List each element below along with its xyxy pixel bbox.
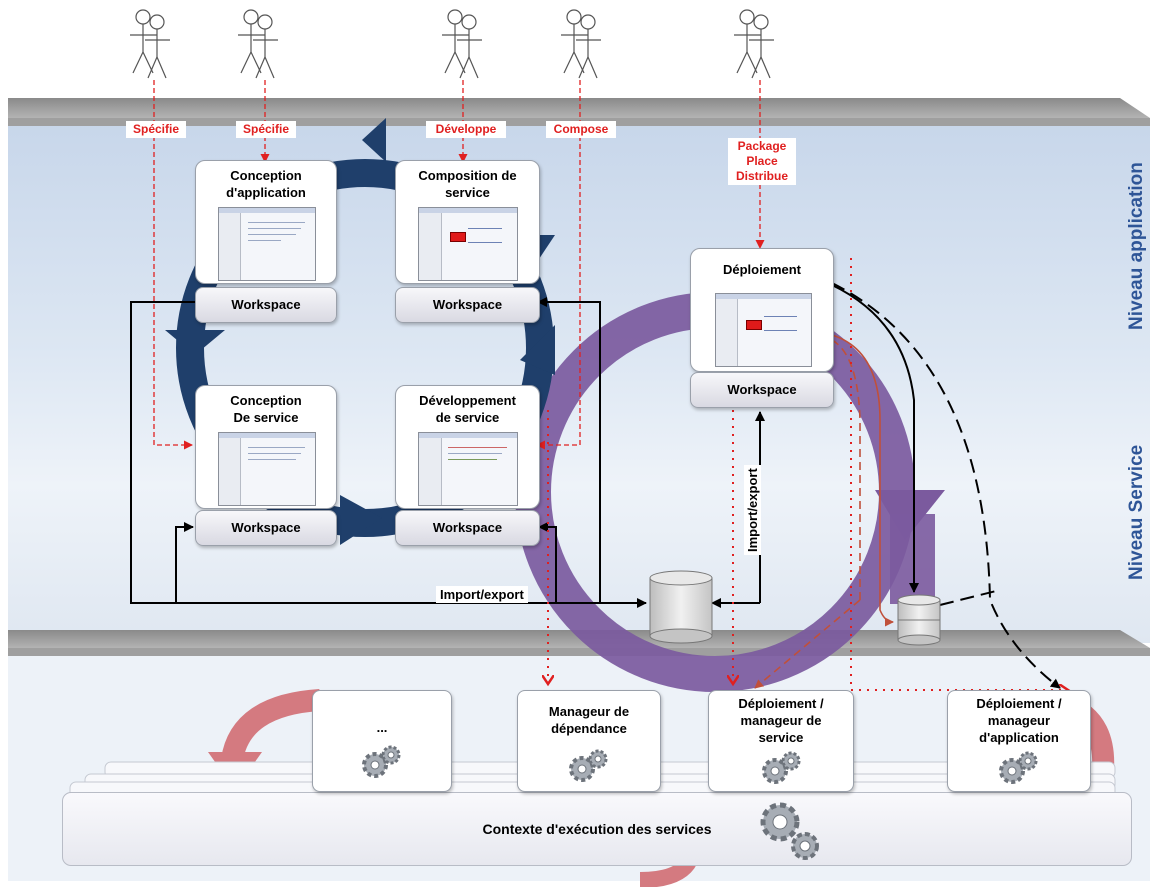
actor-icon — [238, 9, 278, 79]
tool-title: Conception d'application — [226, 168, 306, 200]
level-label-service: Niveau Service — [1126, 444, 1147, 580]
gear-icon — [760, 802, 819, 860]
workspace-label: Workspace — [690, 372, 834, 408]
level-label-application: Niveau application — [1126, 162, 1147, 330]
gear-icon — [762, 751, 801, 784]
tool-card-conception-service: Conception De service — [195, 385, 337, 509]
workspace-label: Workspace — [395, 287, 540, 323]
gear-icon — [999, 751, 1038, 784]
import-export-vertical-label: Import/export — [744, 465, 761, 555]
screenshot-thumbnail — [418, 207, 518, 281]
workspace-label: Workspace — [195, 510, 337, 546]
actor-activity-label: Package Place Distribue — [728, 138, 796, 185]
manager-card-service: Déploiement / manageur de service — [708, 690, 854, 792]
tool-title: Composition de service — [418, 168, 517, 200]
actor-icon — [442, 9, 482, 79]
gear-icon — [362, 745, 401, 778]
screenshot-thumbnail — [418, 432, 518, 506]
import-export-label: Import/export — [436, 586, 528, 603]
tool-card-conception-application: Conception d'application — [195, 160, 337, 284]
manager-card-dependance: Manageur de dépendance — [517, 690, 661, 792]
database-icon — [649, 570, 713, 644]
database-icon — [897, 594, 941, 646]
workspace-label: Workspace — [195, 287, 337, 323]
manager-title: Déploiement / manageur d'application — [976, 696, 1062, 745]
actor-activity-label: Spécifie — [236, 121, 296, 138]
tool-title: Déploiement — [722, 262, 801, 277]
manager-card-application: Déploiement / manageur d'application — [947, 690, 1091, 792]
tool-card-deploiement: Déploiement — [690, 248, 834, 372]
actor-activity-label: Développe — [426, 121, 506, 138]
tool-title: Conception De service — [230, 393, 302, 425]
screenshot-thumbnail — [715, 293, 812, 367]
manager-card-other: ... — [312, 690, 452, 792]
tool-title: Développement de service — [419, 393, 516, 425]
runtime-context-bar: Contexte d'exécution des services — [62, 792, 1132, 866]
actor-activity-label: Spécifie — [126, 121, 186, 138]
screenshot-thumbnail — [218, 207, 316, 281]
workspace-label: Workspace — [395, 510, 540, 546]
runtime-context-label: Contexte d'exécution des services — [482, 821, 712, 837]
actor-icon — [734, 9, 774, 79]
actor-activity-label: Compose — [546, 121, 616, 138]
actor-icon — [561, 9, 601, 79]
manager-title: Manageur de dépendance — [548, 704, 630, 736]
screenshot-thumbnail — [218, 432, 316, 506]
tool-card-developpement-service: Développement de service — [395, 385, 540, 509]
gear-icon — [569, 749, 608, 782]
tool-card-composition-service: Composition de service — [395, 160, 540, 284]
actor-icon — [130, 9, 170, 79]
manager-title: Déploiement / manageur de service — [738, 696, 824, 745]
manager-title: ... — [376, 720, 388, 735]
